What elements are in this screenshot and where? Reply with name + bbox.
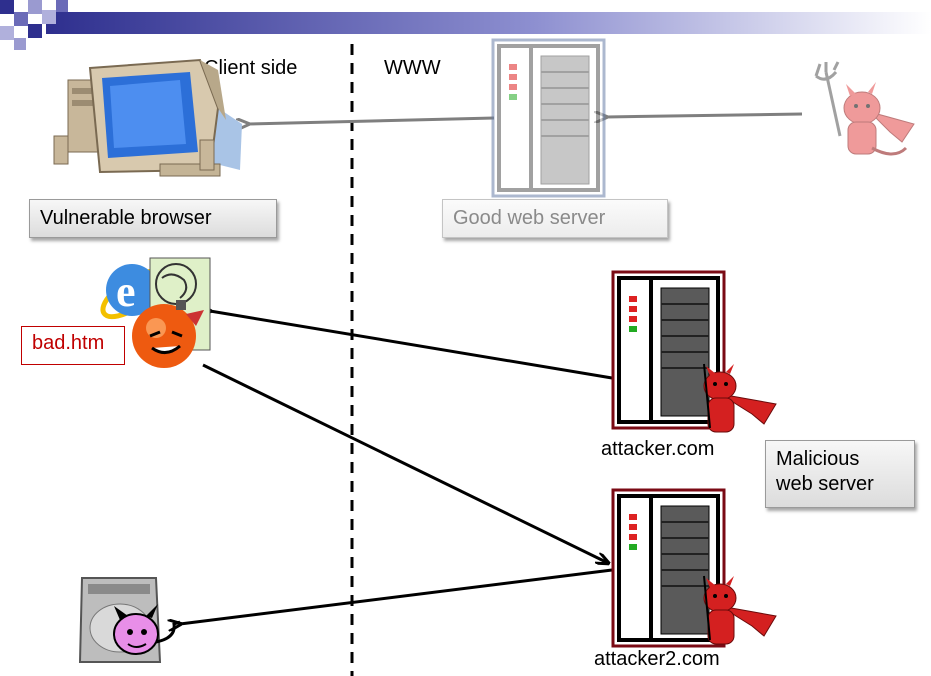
hard-drive-devil-icon xyxy=(78,577,181,663)
attacker2-com-label: attacker2.com xyxy=(594,648,720,670)
good-server-icon xyxy=(491,38,606,198)
devil-icon xyxy=(703,575,777,645)
attacker-server-icon xyxy=(611,270,726,430)
arrow-devil-to-good-server xyxy=(606,114,803,117)
vulnerable-browser-label: Vulnerable browser xyxy=(40,207,212,229)
bad-htm-box: bad.htm xyxy=(21,326,125,365)
devil-icon xyxy=(814,61,915,156)
good-web-server-box: Good web server xyxy=(442,199,668,238)
bomb-devil-icon xyxy=(132,300,204,368)
pink-devil xyxy=(113,604,181,655)
vulnerable-browser-box: Vulnerable browser xyxy=(29,199,277,238)
attacker-com-label: attacker.com xyxy=(601,438,715,460)
arrow-attacker-to-bad-htm xyxy=(210,311,613,380)
bad-htm-label: bad.htm xyxy=(32,332,105,354)
attacker2-server-icon xyxy=(611,488,726,648)
www-label: WWW xyxy=(384,57,441,79)
arrow-bad-htm-to-attacker2 xyxy=(202,363,608,563)
client-www-divider xyxy=(350,44,354,676)
malicious-web-server-label-line1: Malicious xyxy=(776,448,860,470)
slide-banner xyxy=(0,0,931,50)
malicious-web-server-box: Malicious web server xyxy=(765,440,915,508)
malicious-web-server-label-line2: web server xyxy=(776,473,874,495)
arrow-attacker2-to-drive xyxy=(180,568,613,624)
computer-monitor-icon xyxy=(53,58,242,177)
good-web-server-label: Good web server xyxy=(453,207,606,229)
bad-htm-icon-group: e xyxy=(100,257,211,368)
svg-text:e: e xyxy=(116,267,136,316)
client-side-label: Client side xyxy=(204,57,298,79)
devil-icon xyxy=(703,363,777,433)
banner-graphic xyxy=(0,0,931,50)
arrow-good-server-to-browser xyxy=(248,116,495,124)
